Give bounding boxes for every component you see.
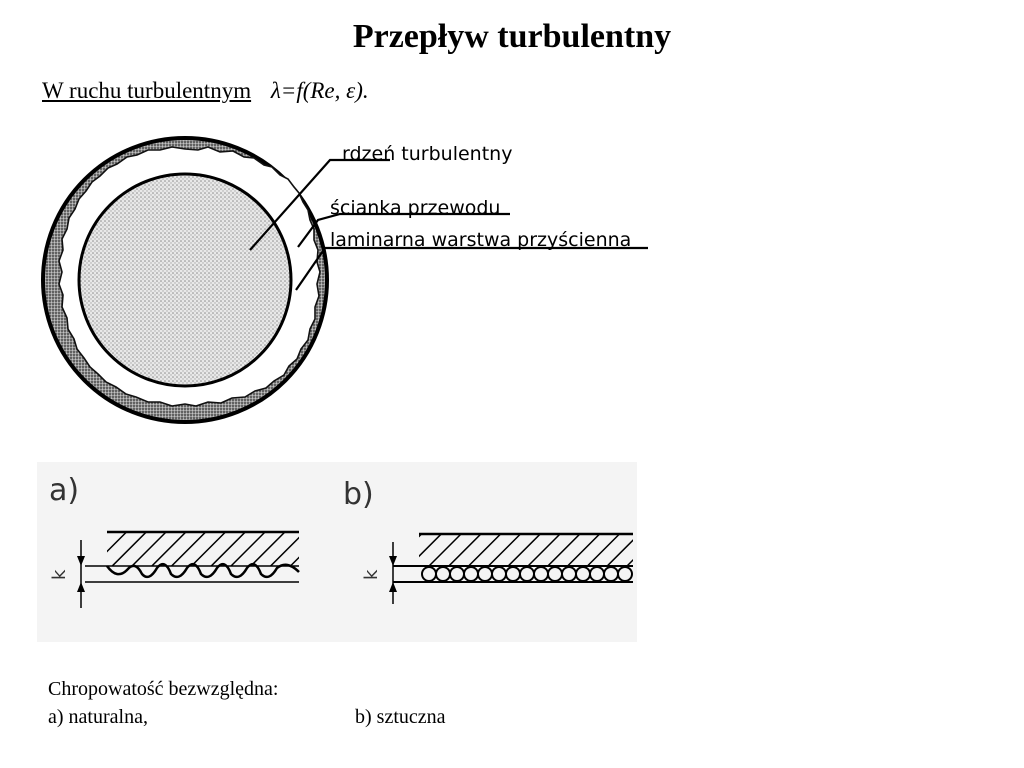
panel-a-natural-roughness: [77, 530, 300, 608]
caption-heading: Chropowatość bezwzględna:: [48, 678, 279, 700]
k-label-a: k: [49, 569, 70, 580]
label-laminar-layer: laminarna warstwa przyścienna: [330, 229, 631, 251]
label-pipe-wall: ścianka przewodu: [330, 197, 500, 219]
friction-formula: λ=f(Re, ε).: [270, 78, 369, 103]
label-turbulent-core: rdzeń turbulentny: [342, 143, 512, 165]
roughness-figure: a) k b) k: [37, 462, 637, 642]
caption-natural: a) naturalna,: [48, 706, 148, 728]
turbulent-core: [77, 172, 293, 388]
page-title: Przepływ turbulentny: [352, 18, 672, 55]
intro-text: W ruchu turbulentnym: [42, 78, 252, 103]
leader-line-wall: [297, 212, 510, 248]
leader-line-core: [249, 158, 390, 251]
leader-line-laminar: [295, 246, 648, 291]
panel-b-label: b): [343, 477, 374, 512]
panel-b-artificial-roughness: [389, 532, 633, 604]
k-label-b: k: [361, 569, 382, 580]
caption-artificial: b) sztuczna: [355, 706, 446, 728]
panel-a-label: a): [49, 473, 79, 508]
pipe-cross-section-figure: rdzeń turbulentny ścianka przewodu lamin…: [41, 136, 648, 424]
intro-line: W ruchu turbulentnym λ=f(Re, ε).: [42, 78, 369, 104]
